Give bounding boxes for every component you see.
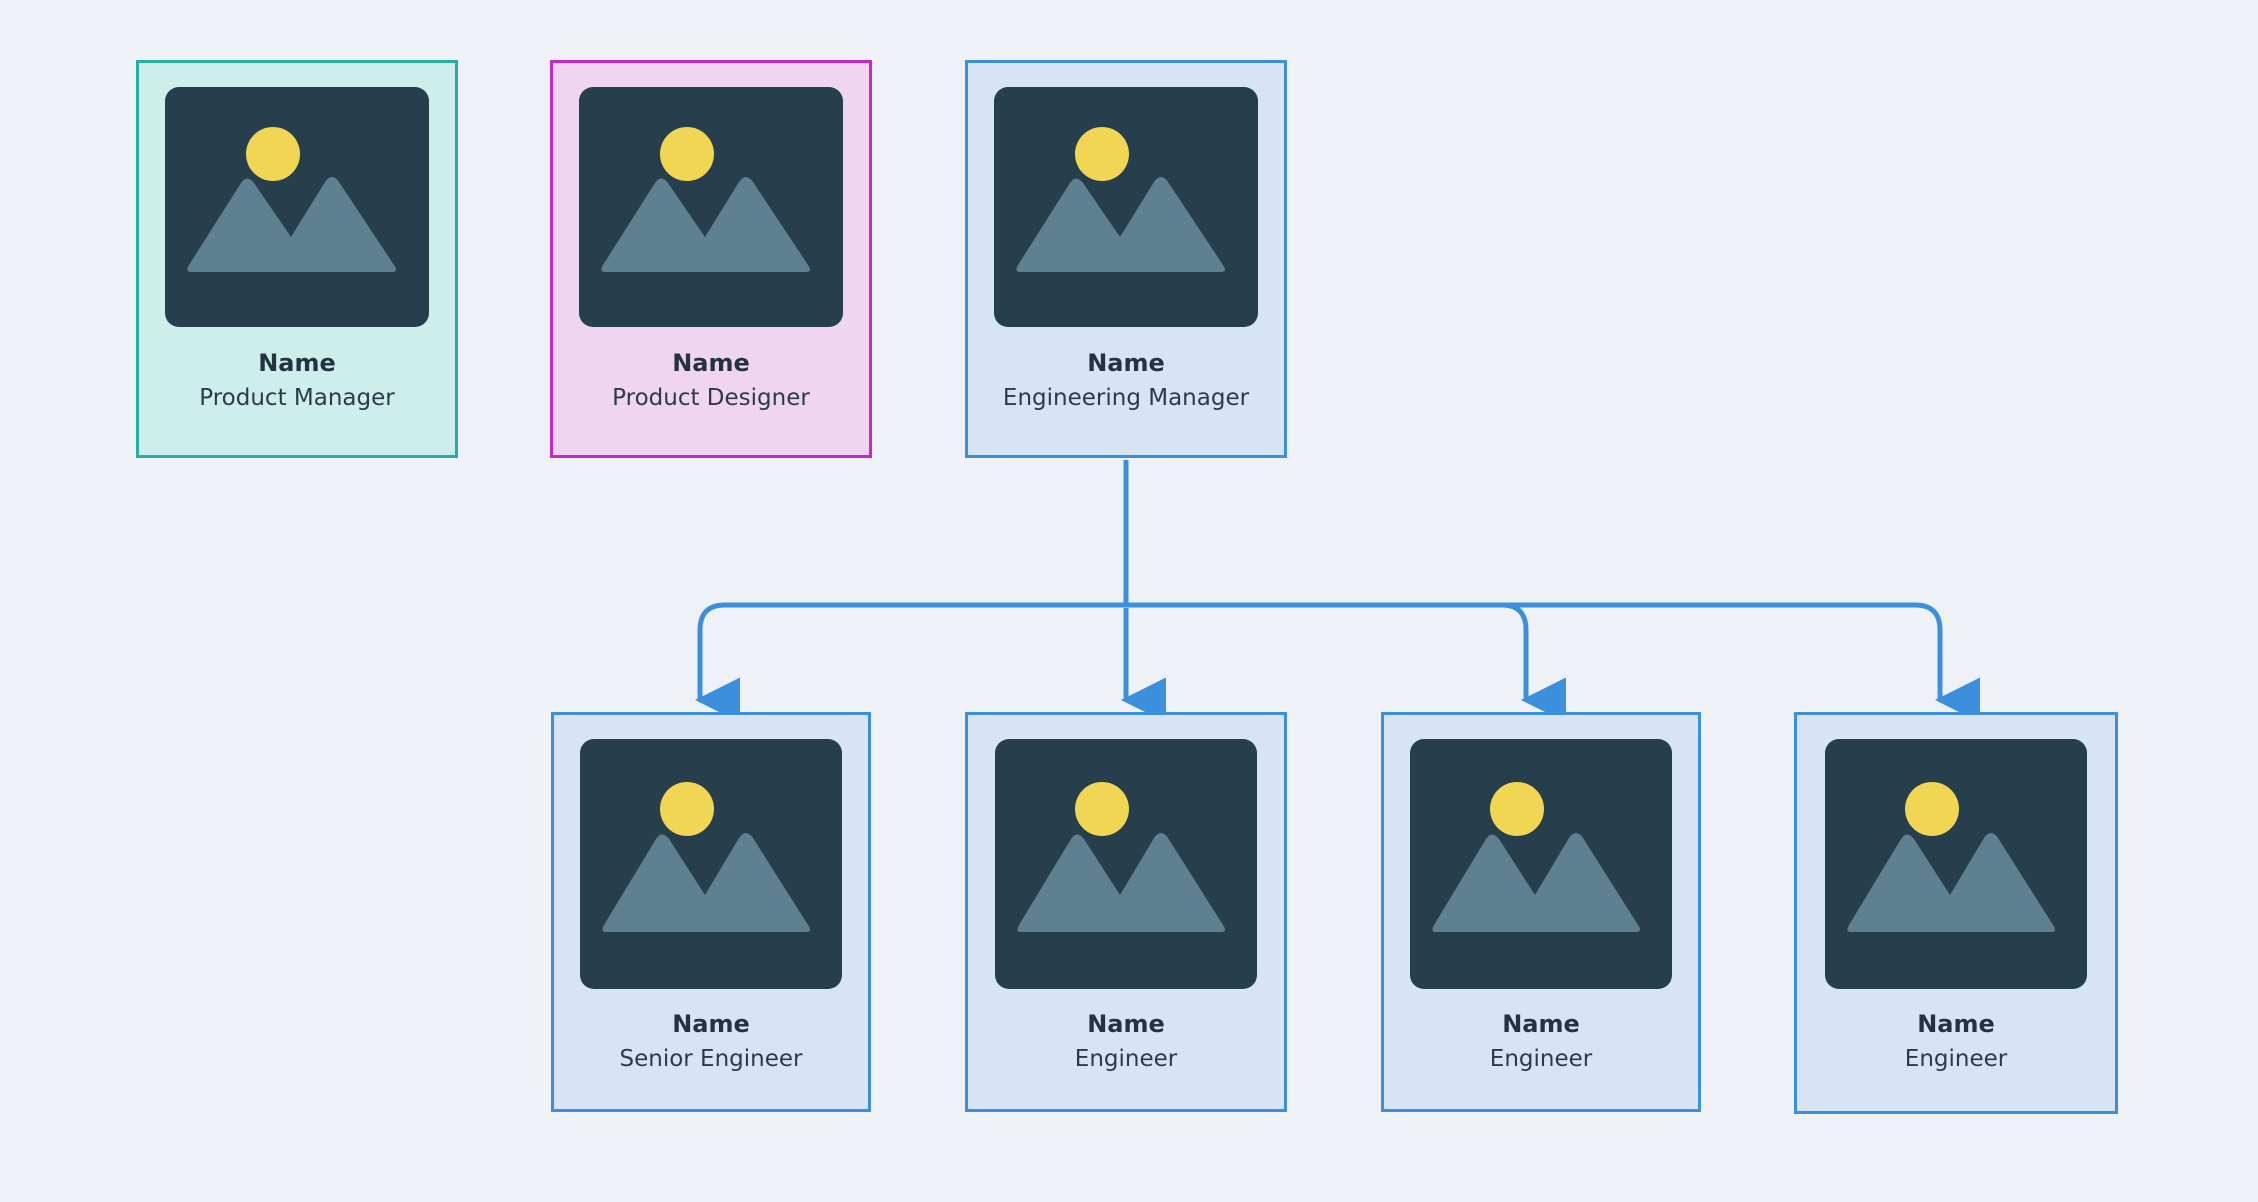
card-engineer-1[interactable]: Name Engineer: [965, 712, 1287, 1112]
card-senior-engineer[interactable]: Name Senior Engineer: [551, 712, 871, 1112]
image-placeholder-icon: [1825, 739, 2087, 989]
card-text: Name Engineer: [1384, 1010, 1698, 1074]
card-role: Senior Engineer: [619, 1046, 803, 1073]
card-product-manager[interactable]: Name Product Manager: [136, 60, 458, 458]
sun-icon: [660, 782, 714, 836]
card-role: Product Designer: [612, 385, 810, 412]
sun-icon: [1490, 782, 1544, 836]
card-role: Engineer: [1074, 1046, 1178, 1073]
card-name: Name: [1087, 1010, 1165, 1038]
card-name: Name: [1917, 1010, 1995, 1038]
card-product-designer[interactable]: Name Product Designer: [550, 60, 872, 458]
card-text: Name Product Designer: [553, 349, 869, 413]
mountain-icon: [601, 177, 811, 272]
connector-drop-3: [1501, 602, 1566, 723]
card-text: Name Product Manager: [139, 349, 455, 413]
mountain-icon: [187, 177, 397, 272]
mountain-icon: [1017, 833, 1226, 932]
card-name: Name: [672, 1010, 750, 1038]
card-engineer-3[interactable]: Name Engineer: [1794, 712, 2118, 1114]
image-placeholder-icon: [580, 739, 842, 989]
sun-icon: [660, 127, 714, 181]
mountain-icon: [1432, 833, 1641, 932]
card-text: Name Engineer: [1797, 1010, 2115, 1074]
image-placeholder-icon: [165, 87, 429, 327]
sun-icon: [1905, 782, 1959, 836]
card-role: Engineering Manager: [1002, 385, 1250, 412]
mountain-icon: [602, 833, 811, 932]
sun-icon: [1075, 782, 1129, 836]
card-name: Name: [1087, 349, 1165, 377]
card-role: Engineer: [1904, 1046, 2008, 1073]
sun-icon: [246, 127, 300, 181]
image-placeholder-icon: [1410, 739, 1672, 989]
card-text: Name Engineer: [968, 1010, 1284, 1074]
mountain-icon: [1847, 833, 2056, 932]
connector-bus: [697, 602, 1943, 631]
card-engineer-2[interactable]: Name Engineer: [1381, 712, 1701, 1112]
card-engineering-manager[interactable]: Name Engineering Manager: [965, 60, 1287, 458]
card-name: Name: [258, 349, 336, 377]
card-text: Name Senior Engineer: [554, 1010, 868, 1074]
card-name: Name: [1502, 1010, 1580, 1038]
card-text: Name Engineering Manager: [968, 349, 1284, 413]
mountain-icon: [1016, 177, 1226, 272]
sun-icon: [1075, 127, 1129, 181]
image-placeholder-icon: [994, 87, 1258, 327]
card-role: Product Manager: [199, 385, 395, 412]
image-placeholder-icon: [579, 87, 843, 327]
image-placeholder-icon: [995, 739, 1257, 989]
card-name: Name: [672, 349, 750, 377]
card-role: Engineer: [1489, 1046, 1593, 1073]
